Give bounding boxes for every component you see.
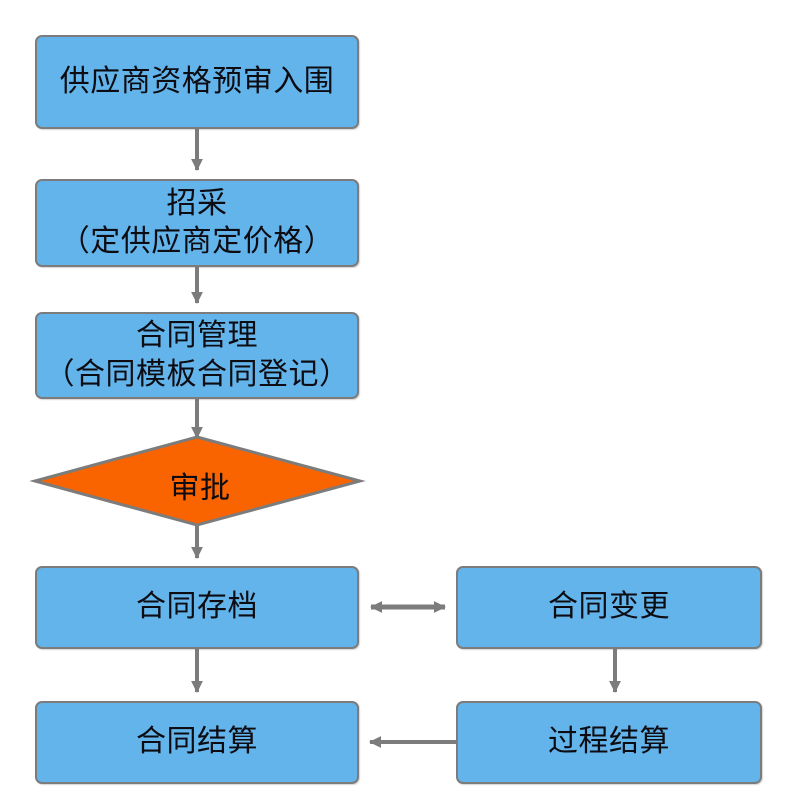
node-contract-change[interactable]: 合同变更 (456, 566, 762, 649)
node-contract-settlement-label: 合同结算 (136, 724, 258, 760)
node-contract-settlement[interactable]: 合同结算 (35, 701, 359, 784)
node-prequalification[interactable]: 供应商资格预审入围 (35, 35, 359, 129)
node-contract-archive[interactable]: 合同存档 (35, 566, 359, 649)
node-prequalification-label-line-1: 供应商资格预审入围 (59, 63, 335, 99)
node-contract-management-label-line-2: （合同模板合同登记） (44, 356, 350, 392)
node-contract-management[interactable]: 合同管理 （合同模板合同登记） (35, 312, 359, 399)
node-contract-management-label-line-1: 合同管理 (136, 318, 258, 354)
node-contract-archive-label: 合同存档 (136, 589, 258, 625)
node-procurement-label-line-2: （定供应商定价格） (59, 224, 335, 259)
node-process-settlement[interactable]: 过程结算 (456, 701, 762, 784)
node-approval-label: 审批 (169, 471, 231, 506)
node-process-settlement-label: 过程结算 (548, 724, 670, 760)
node-contract-change-label: 合同变更 (548, 589, 670, 625)
node-procurement[interactable]: 招采 （定供应商定价格） (35, 179, 359, 267)
node-procurement-label-line-1: 招采 (166, 185, 228, 221)
